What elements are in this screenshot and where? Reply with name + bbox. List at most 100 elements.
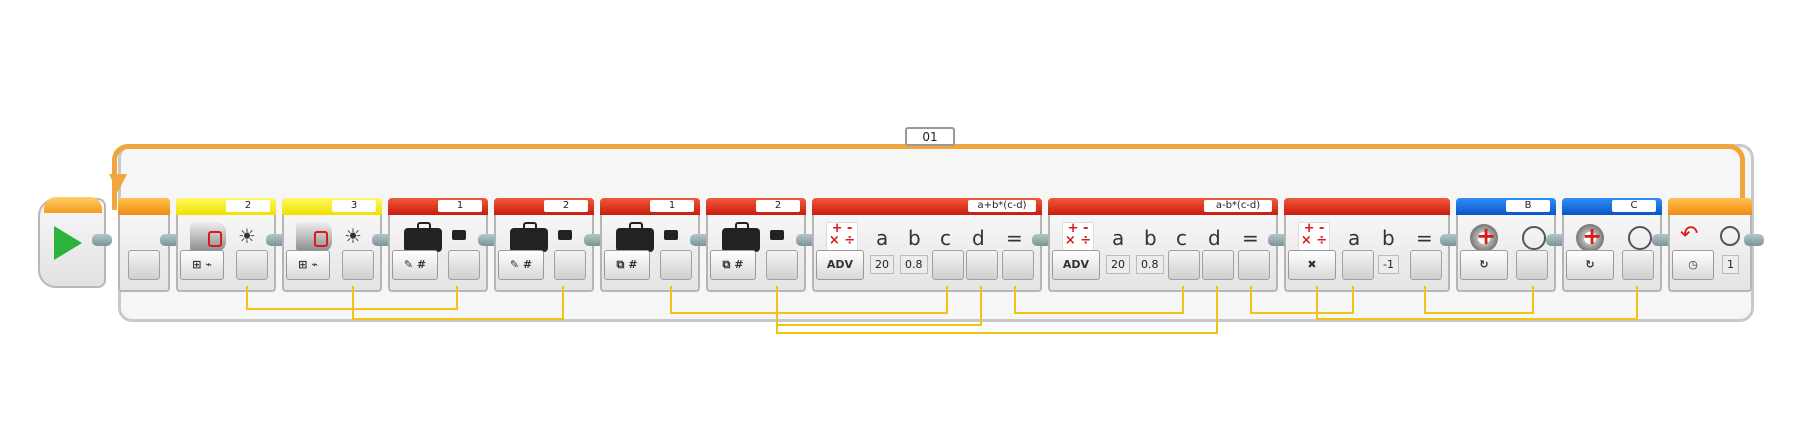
power-dial-icon [1522, 226, 1546, 250]
input-plug[interactable] [448, 250, 480, 280]
sun-icon: ☀ [238, 224, 256, 248]
power-plug[interactable] [1622, 250, 1654, 280]
play-icon[interactable] [54, 226, 82, 260]
port-badge[interactable]: 3 [332, 200, 376, 212]
data-wire[interactable] [1250, 286, 1354, 314]
color-sensor-block-port-2[interactable]: 2 ☀ ⊞ ⌁ [176, 198, 276, 292]
sequence-connector [478, 234, 498, 246]
mode-selector-button[interactable]: ⊞ ⌁ [286, 250, 330, 280]
small-briefcase-icon [452, 230, 466, 240]
loop-name-tag[interactable]: 01 [905, 127, 955, 146]
briefcase-icon [510, 222, 548, 252]
param-a-value[interactable]: 20 [1106, 255, 1130, 274]
variable-write-block-1[interactable]: 1 ✎ # [388, 198, 488, 292]
data-wire[interactable] [352, 286, 564, 320]
param-c-plug[interactable] [932, 250, 964, 280]
loop-count-value[interactable]: 1 [1722, 255, 1739, 274]
block-header: B [1456, 198, 1556, 215]
param-a-plug[interactable] [1342, 250, 1374, 280]
data-wire[interactable] [1424, 286, 1534, 314]
mode-selector-button[interactable]: ✎ # [498, 250, 544, 280]
variable-name-badge[interactable]: 1 [438, 200, 482, 212]
output-plug[interactable] [236, 250, 268, 280]
motor-block-port-c[interactable]: C ↻ [1562, 198, 1662, 292]
sequence-connector [1032, 234, 1052, 246]
param-b-value[interactable]: 0.8 [1136, 255, 1164, 274]
mode-selector-button[interactable]: ⧉ # [604, 250, 650, 280]
input-plug[interactable] [554, 250, 586, 280]
formula-badge[interactable]: a-b*(c-d) [1204, 200, 1272, 212]
sequence-connector [1546, 234, 1566, 246]
variable-read-block-2[interactable]: 2 ⧉ # [706, 198, 806, 292]
param-a-label: a [1112, 226, 1125, 250]
param-b-value[interactable]: 0.8 [900, 255, 928, 274]
loop-mode-button[interactable]: ◷ [1672, 250, 1714, 280]
param-c-plug[interactable] [1168, 250, 1200, 280]
param-c-label: c [1176, 226, 1187, 250]
output-plug[interactable] [766, 250, 798, 280]
data-wire[interactable] [776, 286, 1218, 334]
result-plug[interactable] [1410, 250, 1442, 280]
result-plug[interactable] [1002, 250, 1034, 280]
multiply-mode-button[interactable]: ✖ [1288, 250, 1336, 280]
math-multiply-block[interactable]: + -× ÷ a b = ✖ -1 [1284, 198, 1450, 292]
sun-icon: ☀ [344, 224, 362, 248]
color-sensor-block-port-3[interactable]: 3 ☀ ⊞ ⌁ [282, 198, 382, 292]
program-start-block[interactable] [38, 197, 106, 288]
loop-start-block[interactable] [118, 198, 170, 292]
variable-name-badge[interactable]: 2 [544, 200, 588, 212]
formula-badge[interactable]: a+b*(c-d) [968, 200, 1036, 212]
result-equals-label: = [1416, 226, 1433, 250]
math-advanced-block-2[interactable]: a-b*(c-d) + -× ÷ a b c d = ADV 20 0.8 [1048, 198, 1278, 292]
power-plug[interactable] [1516, 250, 1548, 280]
data-wire[interactable] [1316, 286, 1638, 320]
param-d-plug[interactable] [1202, 250, 1234, 280]
sequence-connector [1652, 234, 1672, 246]
param-d-plug[interactable] [966, 250, 998, 280]
small-briefcase-icon [558, 230, 572, 240]
loop-condition-plug[interactable] [128, 250, 160, 280]
variable-write-block-2[interactable]: 2 ✎ # [494, 198, 594, 292]
mode-selector-button[interactable]: ADV [816, 250, 864, 280]
port-badge[interactable]: B [1506, 200, 1550, 212]
block-header [1284, 198, 1450, 215]
motor-icon [1470, 222, 1498, 252]
param-d-label: d [972, 226, 985, 250]
loop-back-icon: ↶ [1680, 222, 1699, 247]
variable-read-block-1[interactable]: 1 ⧉ # [600, 198, 700, 292]
output-plug[interactable] [660, 250, 692, 280]
data-wire[interactable] [1014, 286, 1184, 314]
motor-block-port-b[interactable]: B ↻ [1456, 198, 1556, 292]
block-header: a-b*(c-d) [1048, 198, 1278, 215]
math-operations-icon: + -× ÷ [1062, 222, 1094, 252]
block-header: 2 [706, 198, 806, 215]
sequence-connector [372, 234, 392, 246]
math-advanced-block-1[interactable]: a+b*(c-d) + -× ÷ a b c d = ADV 20 0.8 [812, 198, 1042, 292]
block-header: 2 [176, 198, 276, 215]
sequence-connector [92, 234, 112, 246]
output-plug[interactable] [342, 250, 374, 280]
param-a-value[interactable]: 20 [870, 255, 894, 274]
mode-selector-button[interactable]: ↻ [1460, 250, 1508, 280]
param-b-value[interactable]: -1 [1378, 255, 1399, 274]
param-d-label: d [1208, 226, 1221, 250]
block-header: 1 [388, 198, 488, 215]
data-wire[interactable] [670, 286, 948, 314]
port-badge[interactable]: 2 [226, 200, 270, 212]
small-briefcase-icon [770, 230, 784, 240]
result-plug[interactable] [1238, 250, 1270, 280]
loop-end-block[interactable]: ↶ ◷ 1 [1668, 198, 1752, 292]
mode-selector-button[interactable]: ↻ [1566, 250, 1614, 280]
block-header: 2 [494, 198, 594, 215]
param-b-label: b [1144, 226, 1157, 250]
block-header: 3 [282, 198, 382, 215]
port-badge[interactable]: C [1612, 200, 1656, 212]
mode-selector-button[interactable]: ADV [1052, 250, 1100, 280]
mode-selector-button[interactable]: ✎ # [392, 250, 438, 280]
variable-name-badge[interactable]: 2 [756, 200, 800, 212]
variable-name-badge[interactable]: 1 [650, 200, 694, 212]
mode-selector-button[interactable]: ⧉ # [710, 250, 756, 280]
loop-return-arrow-icon [109, 174, 127, 192]
briefcase-icon [722, 222, 760, 252]
mode-selector-button[interactable]: ⊞ ⌁ [180, 250, 224, 280]
